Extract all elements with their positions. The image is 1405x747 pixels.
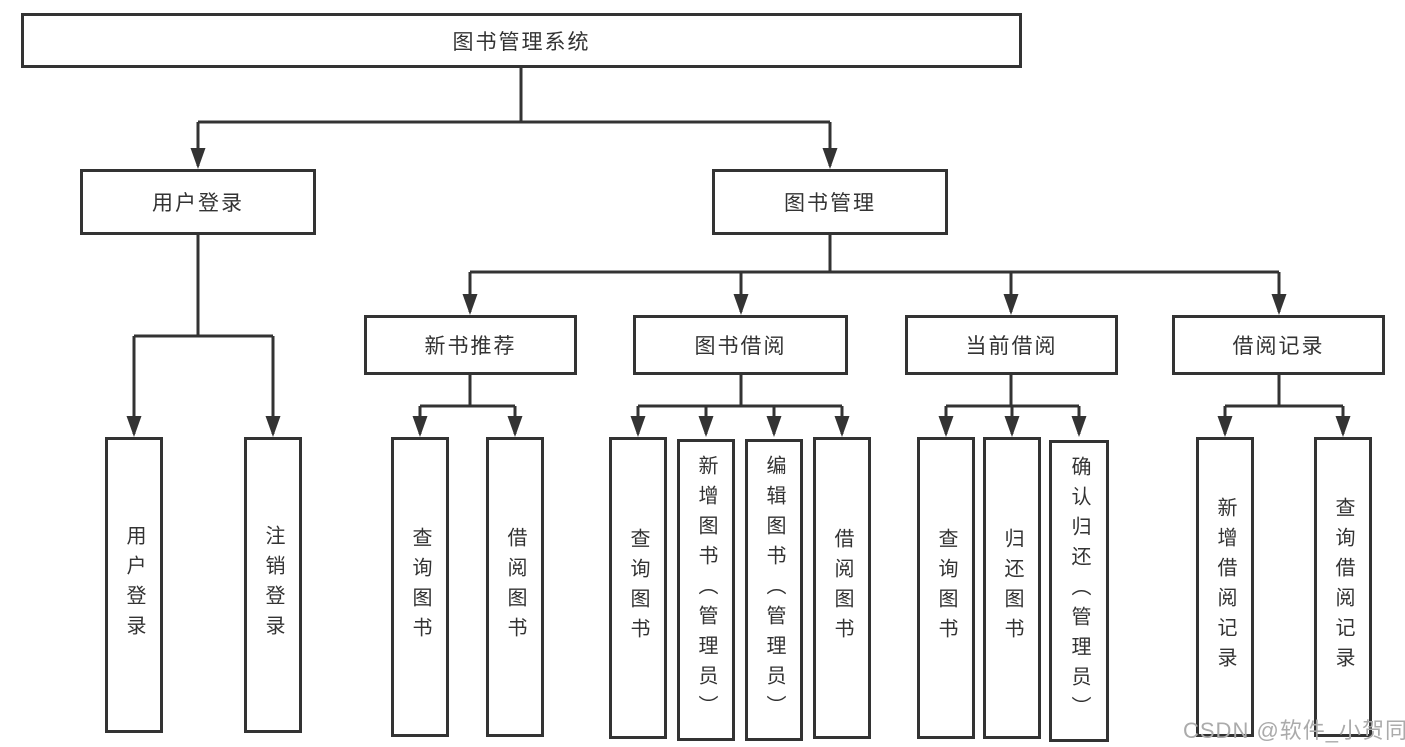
leaf-current-return: 归还图书 (983, 437, 1041, 739)
leaf-newbooks-query: 查询图书 (391, 437, 449, 737)
node-borrow-records-label: 借阅记录 (1232, 335, 1325, 358)
leaf-borrow-borrow-label: 借阅图书 (831, 528, 853, 648)
node-new-books: 新书推荐 (364, 315, 577, 375)
leaf-borrow-edit-label: 编辑图书（管理员） (763, 455, 785, 725)
node-book-borrow-label: 图书借阅 (694, 335, 787, 358)
edges-book-borrow (630, 375, 850, 437)
node-book-mgmt: 图书管理 (712, 169, 948, 235)
edges-root (190, 68, 838, 169)
edges-user-login (126, 235, 281, 437)
leaf-current-query-label: 查询图书 (935, 528, 957, 648)
edges-borrow-records (1217, 375, 1351, 437)
node-current-borrow-label: 当前借阅 (965, 335, 1058, 358)
leaf-records-add-label: 新增借阅记录 (1214, 497, 1236, 677)
leaf-borrow-query-label: 查询图书 (627, 528, 649, 648)
node-root: 图书管理系统 (21, 13, 1022, 68)
node-new-books-label: 新书推荐 (424, 335, 517, 358)
leaf-borrow-add: 新增图书（管理员） (677, 439, 735, 741)
leaf-borrow-borrow: 借阅图书 (813, 437, 871, 739)
edges-new-books (412, 375, 523, 437)
node-book-borrow: 图书借阅 (633, 315, 848, 375)
leaf-borrow-query: 查询图书 (609, 437, 667, 739)
leaf-borrow-add-label: 新增图书（管理员） (695, 455, 717, 725)
leaf-newbooks-query-label: 查询图书 (409, 527, 431, 647)
leaf-logout: 注销登录 (244, 437, 302, 733)
edges-current-borrow (938, 375, 1087, 437)
node-user-login-label: 用户登录 (152, 192, 244, 215)
leaf-logout-label: 注销登录 (262, 525, 284, 645)
leaf-user-login-label: 用户登录 (123, 525, 145, 645)
leaf-newbooks-borrow-label: 借阅图书 (504, 527, 526, 647)
leaf-current-query: 查询图书 (917, 437, 975, 739)
edges-book-mgmt (462, 235, 1287, 315)
leaf-borrow-edit: 编辑图书（管理员） (745, 439, 803, 741)
node-user-login: 用户登录 (80, 169, 316, 235)
node-borrow-records: 借阅记录 (1172, 315, 1385, 375)
leaf-user-login: 用户登录 (105, 437, 163, 733)
leaf-current-confirm-label: 确认归还（管理员） (1068, 456, 1090, 726)
leaf-records-query-label: 查询借阅记录 (1332, 497, 1354, 677)
node-root-label: 图书管理系统 (452, 30, 591, 54)
leaf-current-return-label: 归还图书 (1001, 528, 1023, 648)
csdn-watermark: CSDN @软件_小贺同学 (1183, 718, 1405, 743)
leaf-records-query: 查询借阅记录 (1314, 437, 1372, 737)
leaf-records-add: 新增借阅记录 (1196, 437, 1254, 737)
leaf-current-confirm: 确认归还（管理员） (1049, 440, 1109, 742)
leaf-newbooks-borrow: 借阅图书 (486, 437, 544, 737)
node-book-mgmt-label: 图书管理 (784, 192, 876, 215)
node-current-borrow: 当前借阅 (905, 315, 1118, 375)
